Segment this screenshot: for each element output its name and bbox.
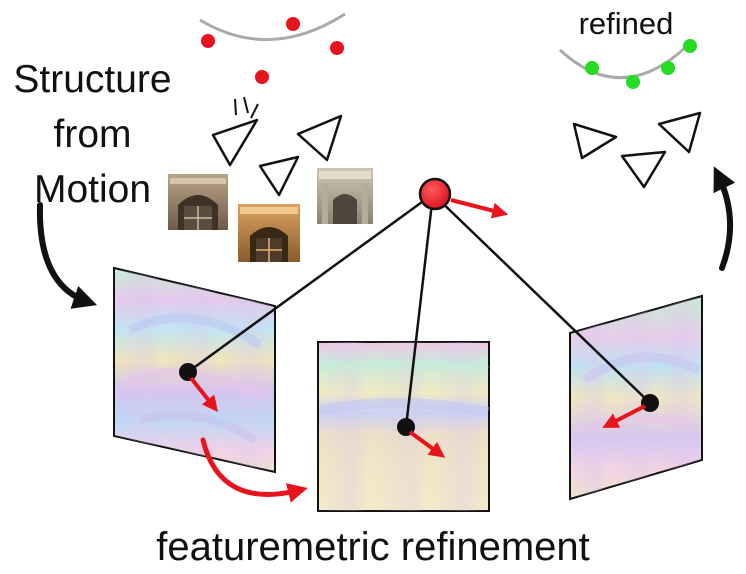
keypoint [641, 394, 659, 412]
initial-point [286, 17, 300, 31]
camera-icon [572, 111, 702, 189]
initial-point [201, 34, 215, 48]
photo-thumbnail [317, 168, 373, 224]
keypoint-flow-arrow [189, 376, 218, 413]
refined-structure-curve [558, 38, 695, 80]
keypoint-flow-arrow [602, 404, 646, 428]
initial-structure-curve [199, 12, 346, 42]
projection-lines [187, 192, 651, 428]
sfm-label: Structure from Motion [0, 52, 185, 217]
sfm-label-line: Motion [33, 168, 152, 211]
refined-point [661, 61, 675, 75]
sfm-label-line: from [53, 113, 132, 156]
point-update-arrow [450, 198, 509, 219]
camera-icon [211, 114, 343, 197]
refine-output-arrow [713, 166, 736, 271]
3d-point [418, 177, 452, 211]
keypoint-flow-arrow [408, 430, 446, 458]
sfm-to-features-arrow [36, 202, 98, 309]
camera-flash-lines [234, 96, 259, 119]
feature-map-right [569, 294, 703, 501]
refined-point [585, 61, 599, 75]
refined-point [626, 75, 640, 89]
caption-featuremetric-refinement: featuremetric refinement [156, 525, 590, 569]
feature-propagation-arrow [200, 437, 308, 503]
initial-point [255, 70, 269, 84]
photo-thumbnail [238, 204, 300, 262]
refined-point [683, 39, 697, 53]
keypoint [179, 363, 197, 381]
sfm-label-line: Structure [13, 58, 172, 101]
photo-thumbnail [168, 174, 228, 230]
refined-label: refined [578, 6, 674, 41]
initial-point [330, 41, 344, 55]
